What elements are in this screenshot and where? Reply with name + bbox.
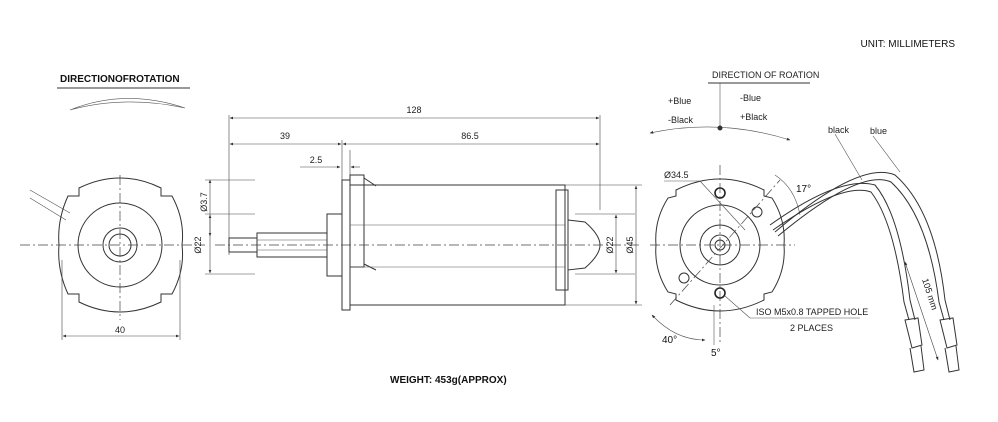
connector-black-tab xyxy=(909,345,925,373)
boss-diameter-label: Ø22 xyxy=(193,236,203,253)
side-view: 128 39 86.5 2.5 Ø3.7 Ø22 xyxy=(193,105,642,311)
angle-17-label: 17° xyxy=(796,184,811,195)
ccw-plus-label: +Blue xyxy=(668,96,691,106)
bolt-circle-leader2 xyxy=(699,180,746,231)
wire-length-label: 105 mm xyxy=(920,277,940,311)
angle-40-arc xyxy=(651,314,706,342)
overall-length-label: 128 xyxy=(406,105,421,115)
rotation-point xyxy=(717,125,723,131)
connector-blue xyxy=(939,317,958,349)
bolt-circle-label: Ø34.5 xyxy=(664,170,689,180)
angle-40-label: 40° xyxy=(662,335,677,346)
rotation-title: DIRECTION OF ROATION xyxy=(712,70,819,80)
angle-17-arc xyxy=(774,174,801,216)
unit-label: UNIT: MILLIMETERS xyxy=(861,39,956,50)
body-length-label: 86.5 xyxy=(461,131,479,141)
wire-black-b xyxy=(772,189,910,321)
hole-note-line2: 2 PLACES xyxy=(790,323,833,333)
wire-length-dim xyxy=(904,261,939,361)
shaft-length-label: 39 xyxy=(280,131,290,141)
angle-5-label: 5° xyxy=(711,348,721,359)
ccw-minus-label: -Black xyxy=(668,115,694,125)
body-diameter-label: Ø45 xyxy=(625,236,635,253)
rear-boss-diameter-label: Ø22 xyxy=(605,236,615,253)
wire-blue-label: blue xyxy=(870,126,887,136)
flange-offset-label: 2.5 xyxy=(310,155,323,165)
width-dim-label: 40 xyxy=(115,325,125,335)
weight-label: WEIGHT: 453g(APPROX) xyxy=(390,375,507,386)
black-leader xyxy=(834,133,863,181)
cw-plus-label: +Black xyxy=(740,112,768,122)
connector-blue-tab xyxy=(944,345,960,373)
wire-black-a xyxy=(769,182,916,321)
right-end-view: DIRECTION OF ROATION +Blue -Black -Blue … xyxy=(649,70,960,373)
hole-note-leader xyxy=(724,295,751,319)
blue-leader xyxy=(872,135,901,173)
wire-blue-a xyxy=(774,171,951,321)
flange-bracket xyxy=(349,174,365,268)
cw-minus-label: -Blue xyxy=(740,93,761,103)
rear-cap xyxy=(555,189,569,291)
wire-blue-b xyxy=(777,179,945,321)
rear-centerline-diag xyxy=(669,179,781,306)
left-end-view: DIRECTIONOFROTATION 40 xyxy=(20,74,205,340)
mount-hole-left xyxy=(678,272,690,284)
rotation-arc xyxy=(69,98,186,111)
shaft-diameter-label: Ø3.7 xyxy=(199,192,209,212)
hole-note-line1: ISO M5x0.8 TAPPED HOLE xyxy=(756,307,868,317)
mount-hole-right xyxy=(751,206,763,218)
direction-of-rotation-title: DIRECTIONOFROTATION xyxy=(60,74,180,85)
flange-chamfer xyxy=(363,177,377,271)
connector-black xyxy=(904,317,923,349)
wire-black-label: black xyxy=(828,125,850,135)
